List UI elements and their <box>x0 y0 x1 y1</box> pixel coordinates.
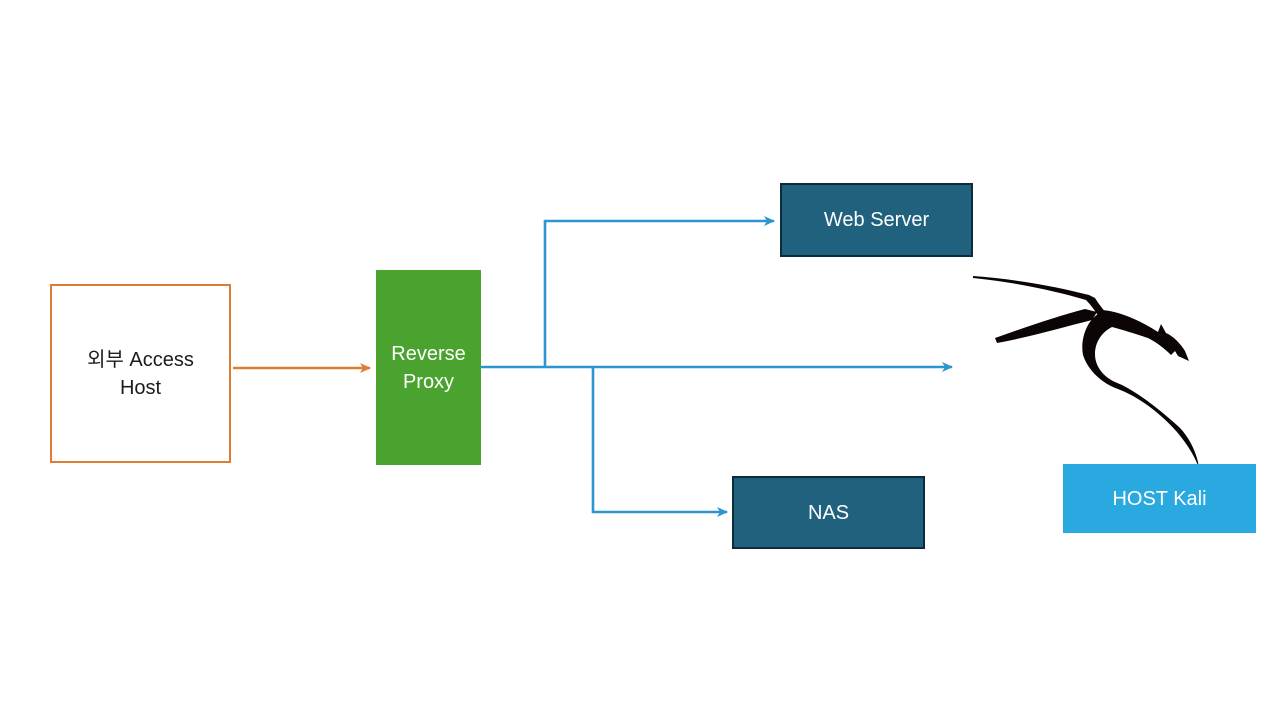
external-access-host-label: 외부 Access Host <box>87 348 194 399</box>
edge-reverse-proxy-to-nas <box>591 367 728 517</box>
nas-label: NAS <box>807 501 850 524</box>
node-external-access-host: 외부 Access Host <box>50 284 231 463</box>
kali-dragon-icon <box>973 276 1199 468</box>
node-web-server: Web Server <box>780 183 973 257</box>
kali-dragon-body <box>1082 310 1199 468</box>
web-server-label: Web Server <box>823 209 930 231</box>
node-host-kali: HOST Kali <box>1063 464 1256 533</box>
kali-dragon-lower-wing <box>995 309 1097 343</box>
host-kali-label: HOST Kali <box>1112 487 1207 510</box>
node-nas: NAS <box>732 476 925 549</box>
reverse-proxy-label: Reverse Proxy <box>391 342 466 393</box>
node-reverse-proxy: Reverse Proxy <box>376 270 481 465</box>
edge-reverse-proxy-to-web-server <box>543 216 775 367</box>
kali-dragon-upper-wing <box>973 276 1106 317</box>
